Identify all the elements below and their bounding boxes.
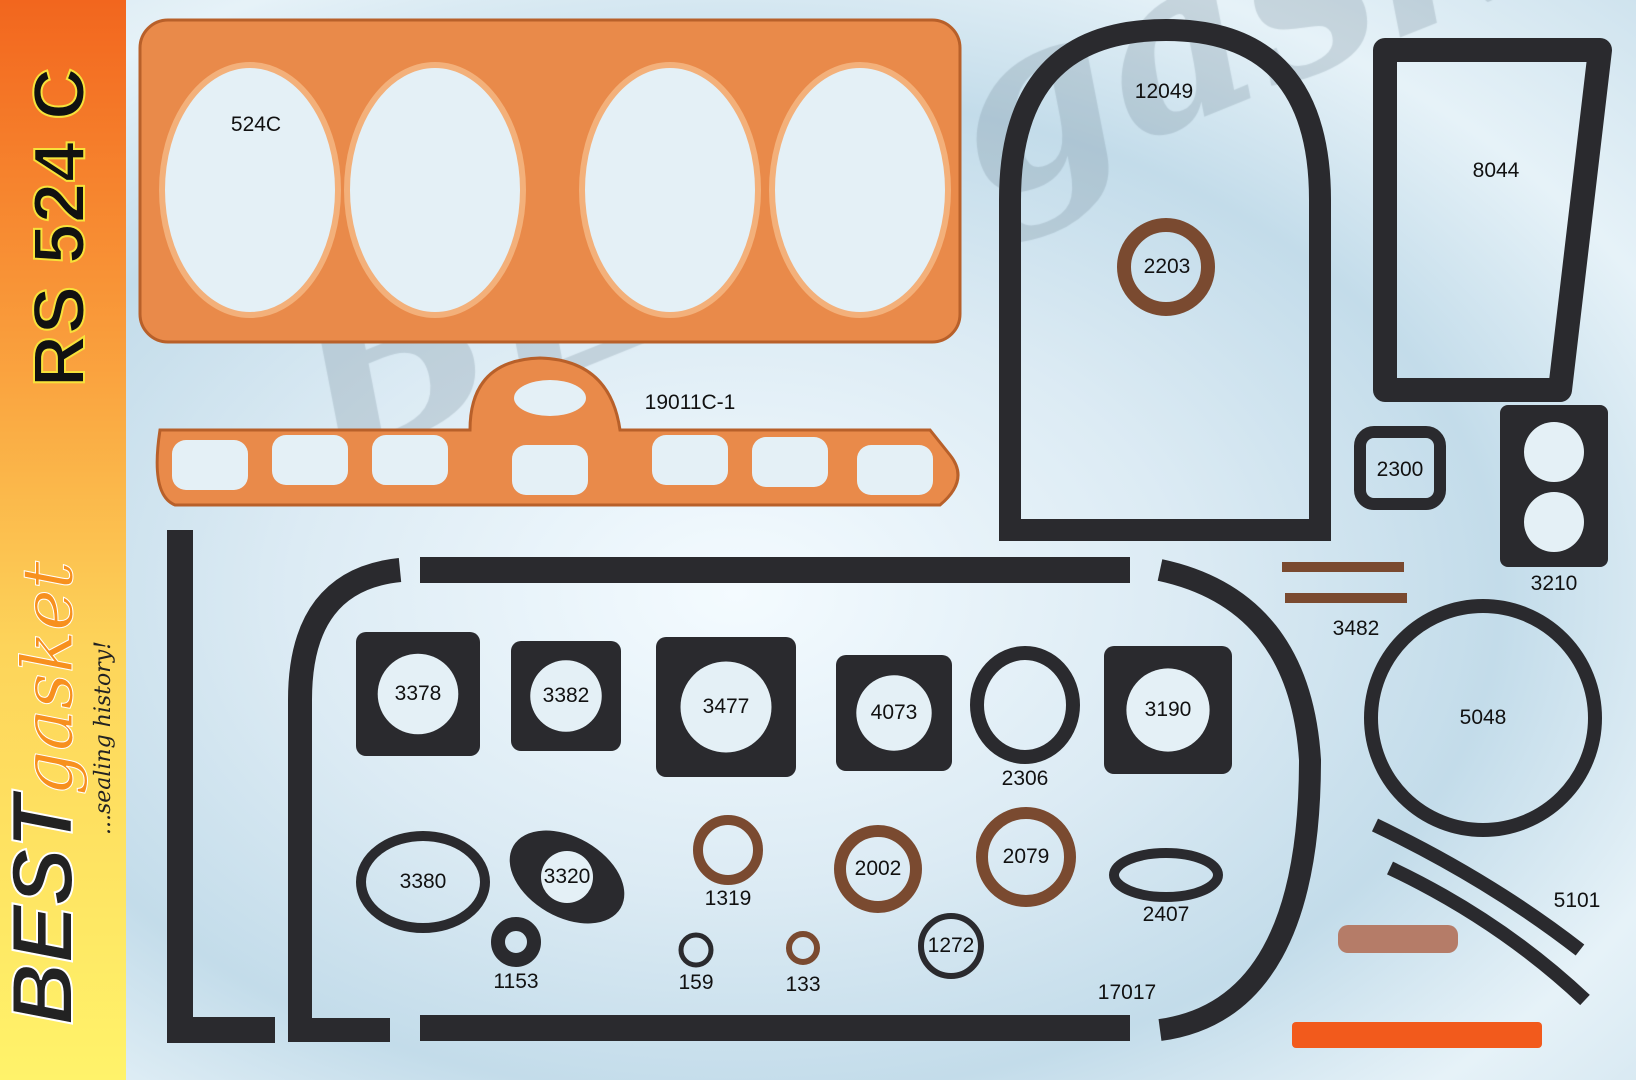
manifold-port (372, 435, 448, 485)
part-number-label: 2407 (1142, 903, 1190, 926)
gasket-2306 (970, 646, 1080, 764)
cover-gasket-8044 (1373, 38, 1612, 402)
manifold-port (652, 435, 728, 485)
cylinder-bore (579, 62, 761, 318)
hole (530, 660, 602, 732)
strip-3482 (1282, 562, 1404, 572)
gasket-2300 (1354, 426, 1446, 510)
part-number-label: 5048 (1459, 706, 1507, 729)
part-number-label: 2002 (854, 857, 902, 880)
part-number-label: 12049 (1134, 80, 1194, 103)
ring-1272 (918, 913, 984, 979)
seal-2002 (834, 825, 922, 913)
manifold-port (172, 440, 248, 490)
part-number-label: 3380 (399, 870, 447, 893)
cylinder-bore (344, 62, 526, 318)
manifold-port (512, 445, 588, 495)
washer-133 (786, 931, 820, 965)
part-number-label: 2203 (1143, 255, 1191, 278)
part-number-label: 3210 (1530, 572, 1578, 595)
seal-2079 (976, 807, 1076, 907)
felt-piece (1338, 925, 1458, 953)
part-number-label: 3482 (1332, 617, 1380, 640)
manifold-port (272, 435, 348, 485)
washer-159 (678, 932, 714, 968)
part-number-label: 2300 (1376, 458, 1424, 481)
cylinder-bore (769, 62, 951, 318)
cylinder-bore (159, 62, 341, 318)
part-number-label: 1319 (704, 887, 752, 910)
oil-pan-gasket (167, 530, 1130, 1043)
hole (541, 851, 593, 903)
side-banner: RS 524 C BESTgasket ...sealing history! (0, 0, 126, 1080)
oil-pan-end (1157, 559, 1322, 1041)
part-number-label: 3378 (394, 682, 442, 705)
part-number-label: 3382 (542, 684, 590, 707)
seal-1319 (693, 815, 763, 885)
part-number-label: 3477 (702, 695, 750, 718)
part-number-label: 17017 (1097, 981, 1157, 1004)
rope-seal-5101 (1371, 818, 1585, 956)
part-number-label: 159 (678, 971, 714, 994)
part-number-label: 19011C-1 (644, 391, 736, 414)
oil-pan-end (288, 558, 402, 1042)
part-number-label: 1272 (927, 934, 975, 957)
part-number-label: 8044 (1472, 159, 1520, 182)
seal-2203 (1117, 218, 1215, 316)
hole (856, 675, 932, 751)
hole (377, 653, 459, 735)
part-number-label: 2306 (1001, 767, 1049, 790)
part-number-label: 2079 (1002, 845, 1050, 868)
manifold-port (857, 445, 933, 495)
utility-knife (1292, 1022, 1542, 1048)
gasket-3380 (356, 831, 490, 933)
timing-cover-gasket (999, 18, 1331, 541)
part-number-label: 524C (230, 113, 282, 136)
hole (1524, 492, 1584, 552)
head-gasket (138, 18, 962, 344)
hole (1126, 668, 1210, 752)
washer-1153 (491, 917, 541, 967)
gasket-5048 (1364, 599, 1602, 837)
part-number-label: 5101 (1553, 889, 1601, 912)
part-number-label: 3190 (1144, 698, 1192, 721)
manifold-port (752, 437, 828, 487)
strip-3482 (1285, 593, 1407, 603)
part-number-label: 4073 (870, 701, 918, 724)
hole (1524, 422, 1584, 482)
part-number-label: 3320 (543, 865, 591, 888)
manifold-port (514, 380, 586, 416)
part-number-label: 1153 (493, 970, 539, 993)
hole (680, 661, 772, 753)
rope-seal-5101 (1387, 861, 1590, 1006)
gasket-2407 (1109, 848, 1223, 902)
part-number-label: 133 (785, 973, 821, 996)
